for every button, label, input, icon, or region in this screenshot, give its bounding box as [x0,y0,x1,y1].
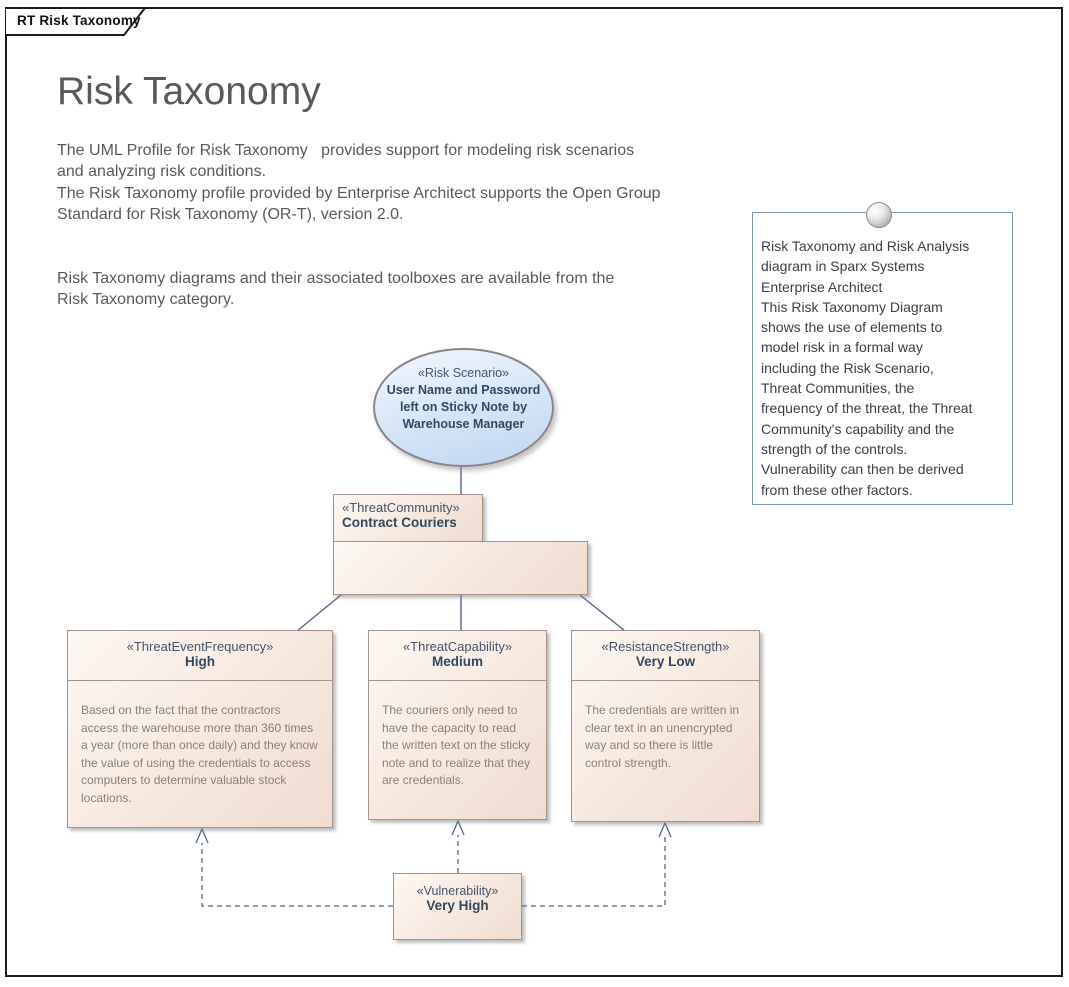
threat-capability-node[interactable]: «ThreatCapability» Medium The couriers o… [368,630,547,820]
page-title: Risk Taxonomy [57,70,321,113]
sphere-icon [866,202,892,228]
note-text: Risk Taxonomy and Risk Analysis diagram … [761,238,973,498]
threat-community-name: Contract Couriers [342,515,457,530]
dependency-vulnerability-to-capability[interactable] [451,819,465,873]
node-header: «ResistanceStrength» Very Low [572,631,759,681]
threat-capability-stereotype: «ThreatCapability» [402,639,513,654]
connector-community-to-resistance[interactable] [579,594,626,632]
intro-paragraph-2: Risk Taxonomy diagrams and their associa… [57,270,615,309]
dependency-vulnerability-to-frequency[interactable] [195,827,393,907]
threat-community-compartment[interactable] [333,541,588,595]
threat-event-frequency-name: High [185,654,215,669]
frame-tab-label: RT Risk Taxonomy [17,13,141,28]
node-header: «ThreatEventFrequency» High [68,631,332,681]
vulnerability-node[interactable]: «Vulnerability» Very High [393,873,522,940]
frame-tab [5,7,148,36]
resistance-strength-name: Very Low [635,654,696,669]
threat-capability-description: The couriers only need to have the capac… [382,703,531,787]
vulnerability-name: Very High [426,898,489,913]
resistance-strength-node[interactable]: «ResistanceStrength» Very Low The creden… [571,630,760,822]
risk-scenario-node[interactable]: «Risk Scenario» User Name and Password l… [373,348,554,467]
risk-scenario-name: User Name and Password left on Sticky No… [386,383,541,431]
resistance-strength-stereotype: «ResistanceStrength» [601,639,730,654]
diagram-frame [5,7,1063,977]
connector-community-to-frequency[interactable] [296,594,342,632]
open-arrowhead-icon [451,819,465,836]
open-arrowhead-icon [195,827,209,844]
node-header: «ThreatCapability» Medium [369,631,546,681]
threat-event-frequency-stereotype: «ThreatEventFrequency» [126,639,274,654]
vulnerability-stereotype: «Vulnerability» [416,884,499,898]
intro-paragraph-1: The UML Profile for Risk Taxonomy provid… [57,142,661,223]
resistance-strength-description: The credentials are written in clear tex… [585,703,740,770]
dependency-vulnerability-to-resistance[interactable] [522,821,672,907]
threat-event-frequency-description: Based on the fact that the contractors a… [81,703,318,805]
threat-community-node[interactable]: «ThreatCommunity» Contract Couriers [333,494,483,542]
note-box[interactable]: Risk Taxonomy and Risk Analysis diagram … [752,212,1013,505]
threat-event-frequency-node[interactable]: «ThreatEventFrequency» High Based on the… [67,630,333,828]
threat-community-stereotype: «ThreatCommunity» [342,500,460,515]
risk-scenario-stereotype: «Risk Scenario» [417,366,509,380]
threat-capability-name: Medium [431,654,483,669]
open-arrowhead-icon [658,821,672,838]
